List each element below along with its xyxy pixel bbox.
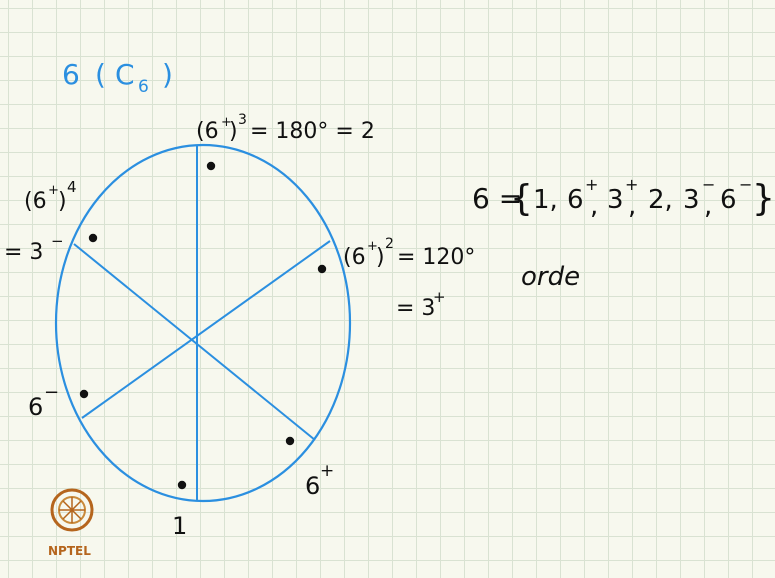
set-element-3plus-sup: + (625, 175, 638, 194)
partial-word-order: orde (521, 262, 580, 292)
label-right-plus: + (367, 239, 378, 254)
label-lower-right-sup: + (320, 461, 334, 481)
label-upper-left-plus: + (48, 183, 59, 198)
set-right-brace: } (752, 178, 775, 219)
label-left-base: 6 (28, 393, 43, 421)
heading-point-group: 6 ( C 6 ) (62, 58, 173, 97)
label-right: (6 + ) 2 = 120° = 3 + (343, 236, 475, 321)
set-element-3minus: 3 (683, 185, 700, 215)
label-top: (6 + ) 3 = 180° = 2 (196, 112, 375, 144)
heading-c-subscript: 6 (138, 77, 149, 97)
set-element-3plus-comma: , (628, 191, 636, 221)
set-element-identity: 1, (533, 185, 558, 215)
label-left: 6 − (28, 382, 59, 421)
label-upper-left-exponent: 4 (67, 178, 77, 196)
point-right (317, 264, 327, 274)
group-elements-set: 6 = { 1, 6 + , 3 + , 2, 3 − , 6 − } (472, 175, 775, 221)
set-left-brace: { (510, 178, 533, 219)
logo-text: NPTEL (48, 544, 91, 558)
set-element-3minus-comma: , (704, 191, 712, 221)
label-right-eq-sup: + (433, 288, 446, 306)
heading-c: C (115, 58, 135, 91)
nptel-logo: NPTEL (48, 488, 94, 558)
set-element-6plus-comma: , (590, 191, 598, 221)
label-right-close: ) (376, 245, 385, 270)
set-element-6minus-sup: − (739, 175, 752, 194)
label-lower-right-base: 6 (305, 472, 320, 500)
label-top-base: (6 (196, 119, 219, 144)
label-top-rest: = 180° = 2 (250, 119, 375, 144)
point-bottom (177, 480, 187, 490)
label-right-base: (6 (343, 245, 366, 270)
label-left-sup: − (44, 382, 59, 403)
point-left (79, 389, 89, 399)
label-right-exponent: 2 (385, 236, 394, 252)
label-top-close: ) (229, 119, 238, 144)
set-lhs: 6 = (472, 182, 522, 215)
label-lower-right: 6 + (305, 461, 334, 500)
set-element-6plus-sup: + (585, 175, 598, 194)
label-top-plus: + (221, 115, 232, 130)
heading-paren-close: ) (162, 58, 173, 91)
point-lower-right (285, 436, 295, 446)
stereographic-circle (54, 143, 352, 503)
label-upper-left-base: (6 (24, 189, 47, 214)
set-element-3plus: 3 (607, 185, 624, 215)
label-right-eq: = 3 (396, 296, 435, 321)
label-bottom: 1 (172, 512, 187, 540)
label-upper-left-eq-sup: − (51, 232, 64, 250)
point-top (206, 161, 216, 171)
set-element-6plus: 6 (567, 185, 584, 215)
axis-diagonal-down (73, 243, 316, 441)
label-top-exponent: 3 (238, 112, 247, 128)
set-element-2: 2, (648, 185, 673, 215)
label-upper-left: (6 + ) 4 = 3 − (4, 178, 77, 265)
set-element-3minus-sup: − (702, 175, 715, 194)
set-element-6minus: 6 (720, 185, 737, 215)
heading-paren-open: ( (95, 58, 106, 91)
point-upper-left (88, 233, 98, 243)
axis-diagonal-up (81, 240, 331, 419)
label-upper-left-close: ) (58, 189, 67, 214)
label-upper-left-eq: = 3 (4, 240, 43, 265)
logo-outer-ring (50, 488, 94, 532)
logo-wheel-spokes (59, 497, 85, 523)
label-right-rest: = 120° (397, 245, 475, 270)
heading-main: 6 (62, 58, 80, 91)
